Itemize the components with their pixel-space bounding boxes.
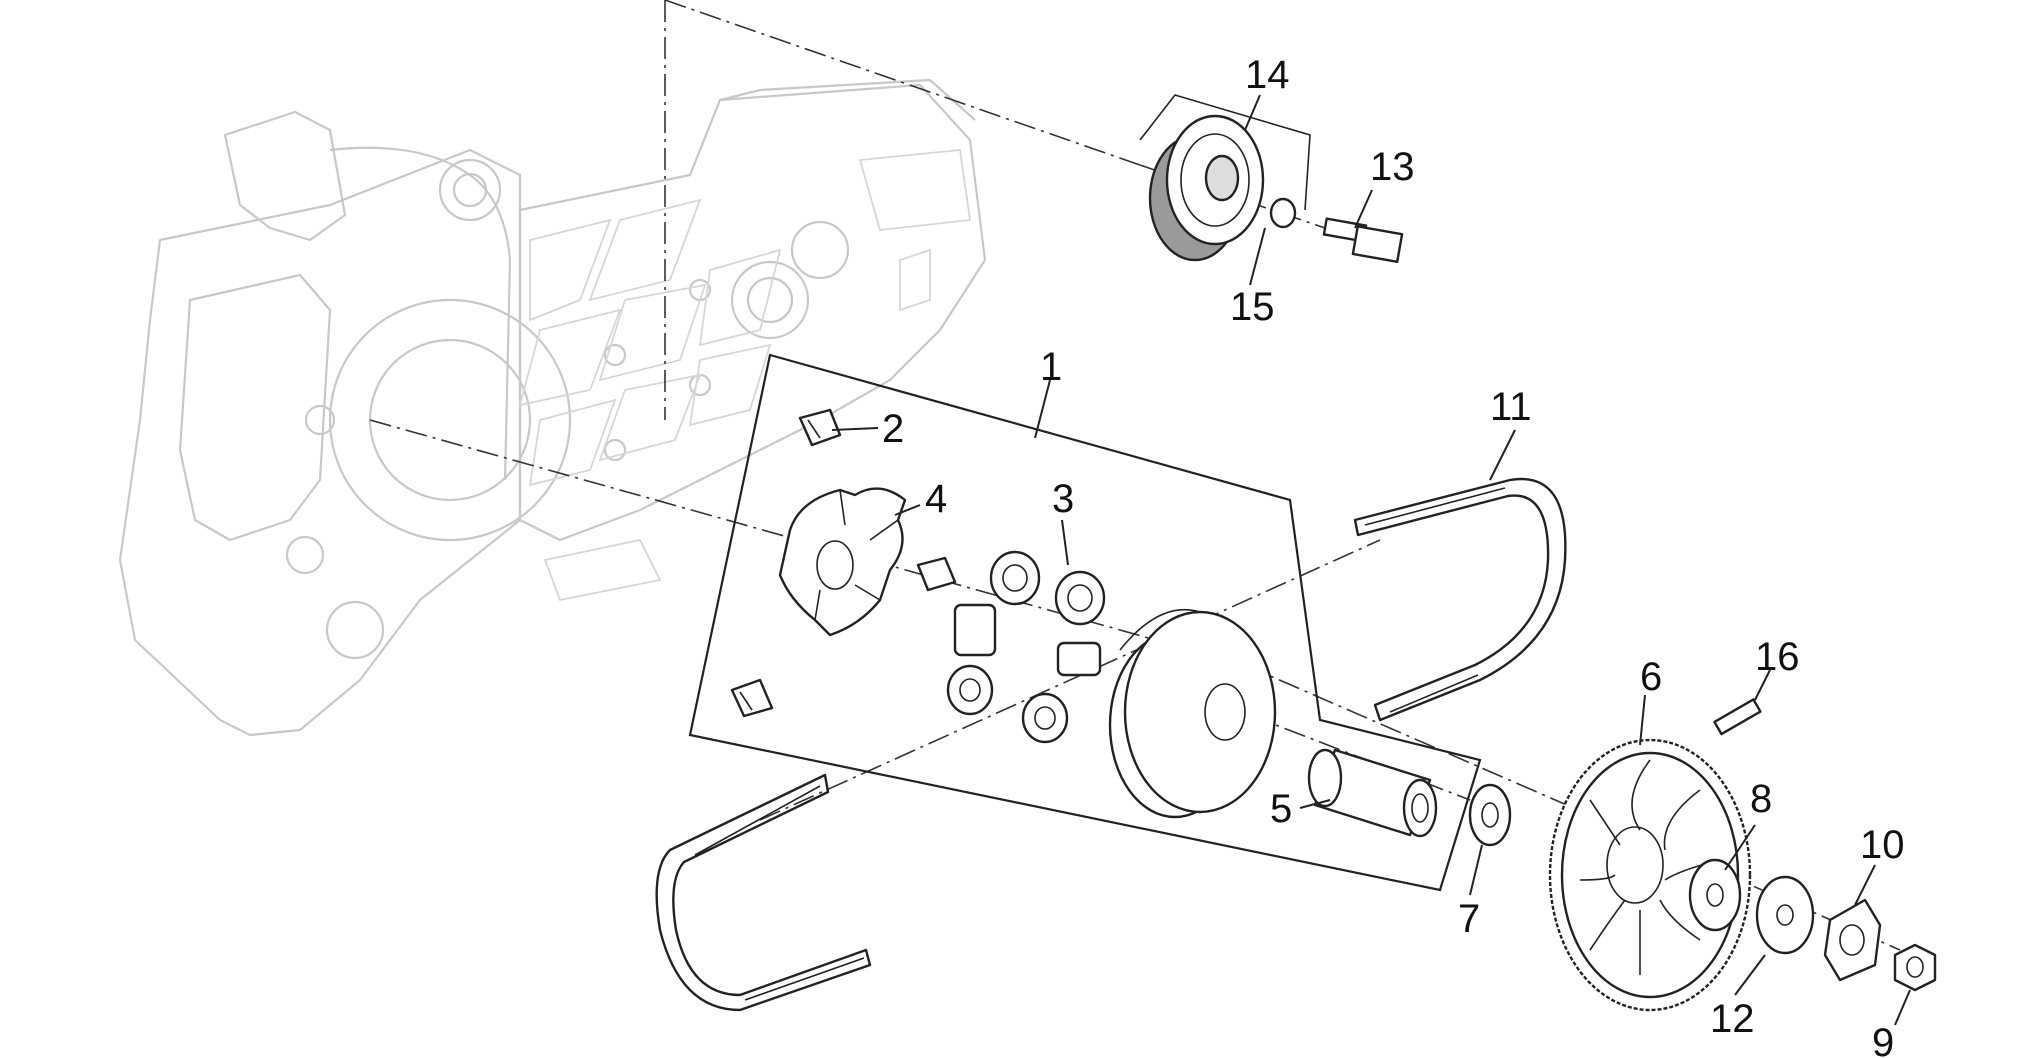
drive-belt-parts (655, 477, 1567, 1012)
callout-16: 16 (1755, 635, 1800, 679)
callout-14: 14 (1245, 53, 1290, 97)
callout-1: 1 (1040, 345, 1062, 389)
slider-clip-parts (730, 408, 957, 718)
fan-pulley-part (1548, 738, 1752, 1012)
callout-12: 12 (1710, 997, 1755, 1041)
nut-9-shape (1893, 943, 1937, 992)
callout-6: 6 (1640, 655, 1662, 699)
callout-7: 7 (1458, 897, 1480, 941)
callout-4: 4 (925, 477, 947, 521)
callout-5: 5 (1270, 787, 1292, 831)
washer-8-shape (1688, 858, 1742, 932)
hub-hardware-parts (1688, 698, 1937, 992)
callout-8: 8 (1750, 777, 1772, 821)
washer-7-part (1468, 783, 1512, 847)
callout-10: 10 (1860, 823, 1905, 867)
variator-assembly-frame (688, 353, 1482, 892)
bushing-part (1307, 748, 1438, 838)
washer-12-shape (1755, 875, 1815, 955)
pin-part (1322, 217, 1404, 263)
ramp-plate-part (778, 487, 907, 637)
castle-washer-10-shape (1823, 898, 1882, 982)
stud-16-shape (1713, 698, 1762, 736)
tensioner-roller-part (1139, 94, 1311, 262)
callout-11: 11 (1490, 385, 1532, 429)
callout-9: 9 (1872, 1021, 1894, 1058)
callout-15: 15 (1230, 285, 1275, 329)
roller-weight-parts (946, 550, 1106, 744)
crankcase-outline (118, 78, 987, 737)
callout-labels: 14 13 15 1 2 4 3 11 6 16 5 7 8 10 12 9 (882, 53, 1905, 1058)
callout-13: 13 (1370, 145, 1415, 189)
leader-lines (831, 94, 1911, 1026)
callout-3: 3 (1052, 477, 1074, 521)
callout-2: 2 (882, 407, 904, 451)
variator-pulley-part (1108, 608, 1277, 819)
